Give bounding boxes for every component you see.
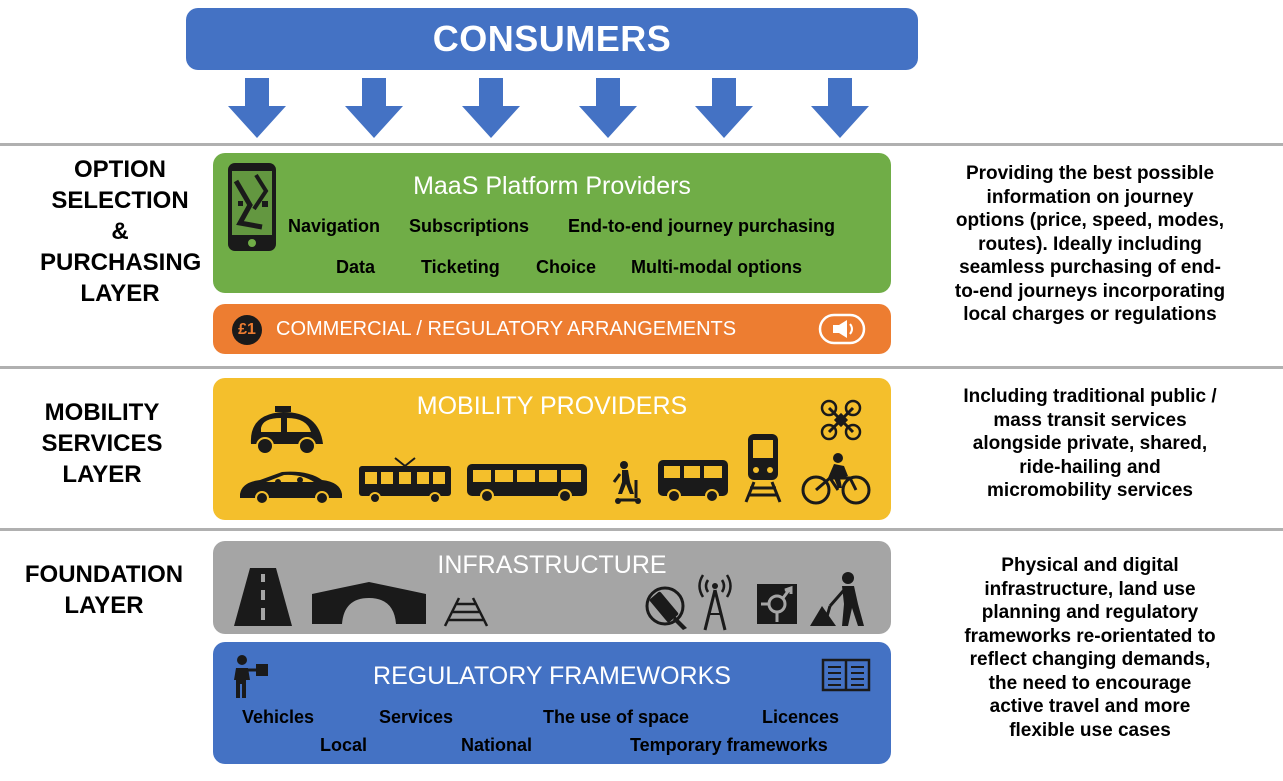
- drone-icon: [820, 399, 862, 441]
- railway-track-icon: [443, 597, 489, 627]
- regulatory-frameworks-box: [213, 642, 891, 764]
- regulatory-item: Services: [379, 707, 454, 727]
- bridge-icon: [312, 582, 426, 624]
- down-arrow-icon: [579, 78, 637, 138]
- cyclist-icon: [801, 453, 871, 505]
- commercial-label: COMMERCIAL / REGULATORY ARRANGEMENTS: [276, 318, 737, 340]
- smartphone-map-icon: [228, 163, 276, 251]
- contactless-payment-icon: [645, 586, 687, 630]
- down-arrow-icon: [695, 78, 753, 138]
- down-arrow-icon: [462, 78, 520, 138]
- regulatory-item: Vehicles: [242, 707, 315, 727]
- maas-item: End-to-end journey purchasing: [568, 216, 836, 236]
- self-driving-car-icon: [240, 471, 342, 505]
- signal-tower-icon: [698, 574, 732, 631]
- open-book-icon: [821, 658, 871, 692]
- down-arrow-icon: [345, 78, 403, 138]
- maas-platform-box: [213, 153, 891, 293]
- layer-divider: [0, 366, 1283, 369]
- tram-icon: [359, 457, 451, 504]
- mobility-title: MOBILITY PROVIDERS: [416, 392, 688, 420]
- autonomous-pod-icon: [250, 406, 323, 455]
- maas-item: Navigation: [288, 216, 381, 236]
- consumers-banner: CONSUMERS: [186, 8, 918, 70]
- roundabout-sign-icon: [757, 584, 797, 624]
- down-arrow-icon: [811, 78, 869, 138]
- maas-item: Subscriptions: [409, 216, 530, 236]
- minibus-icon: [658, 460, 728, 503]
- maas-item: Data: [336, 257, 376, 277]
- layer-divider: [0, 528, 1283, 531]
- mobility-layer-description: Including traditional public /mass trans…: [963, 386, 1217, 501]
- regulatory-item: The use of space: [543, 707, 690, 727]
- pound-coin-icon: £1: [232, 315, 262, 345]
- regulatory-item: Local: [320, 735, 368, 755]
- scooter-rider-icon: [612, 461, 641, 504]
- road-worker-icon: [810, 572, 864, 626]
- layer-divider: [0, 143, 1283, 146]
- maas-title: MaaS Platform Providers: [413, 172, 691, 200]
- road-icon: [234, 568, 292, 626]
- maas-item: Multi-modal options: [631, 257, 802, 277]
- commercial-regulatory-box: [213, 304, 891, 354]
- infrastructure-title: INFRASTRUCTURE: [437, 551, 667, 579]
- megaphone-icon: [818, 313, 866, 345]
- regulatory-item: National: [461, 735, 533, 755]
- bus-icon: [467, 464, 587, 503]
- train-icon: [744, 434, 782, 503]
- regulatory-item: Licences: [762, 707, 840, 727]
- regulatory-title: REGULATORY FRAMEWORKS: [373, 662, 731, 690]
- maas-item: Ticketing: [421, 257, 500, 277]
- regulatory-item: Temporary frameworks: [630, 735, 828, 755]
- maas-item: Choice: [536, 257, 597, 277]
- official-person-icon: [234, 655, 268, 698]
- down-arrow-icon: [228, 78, 286, 138]
